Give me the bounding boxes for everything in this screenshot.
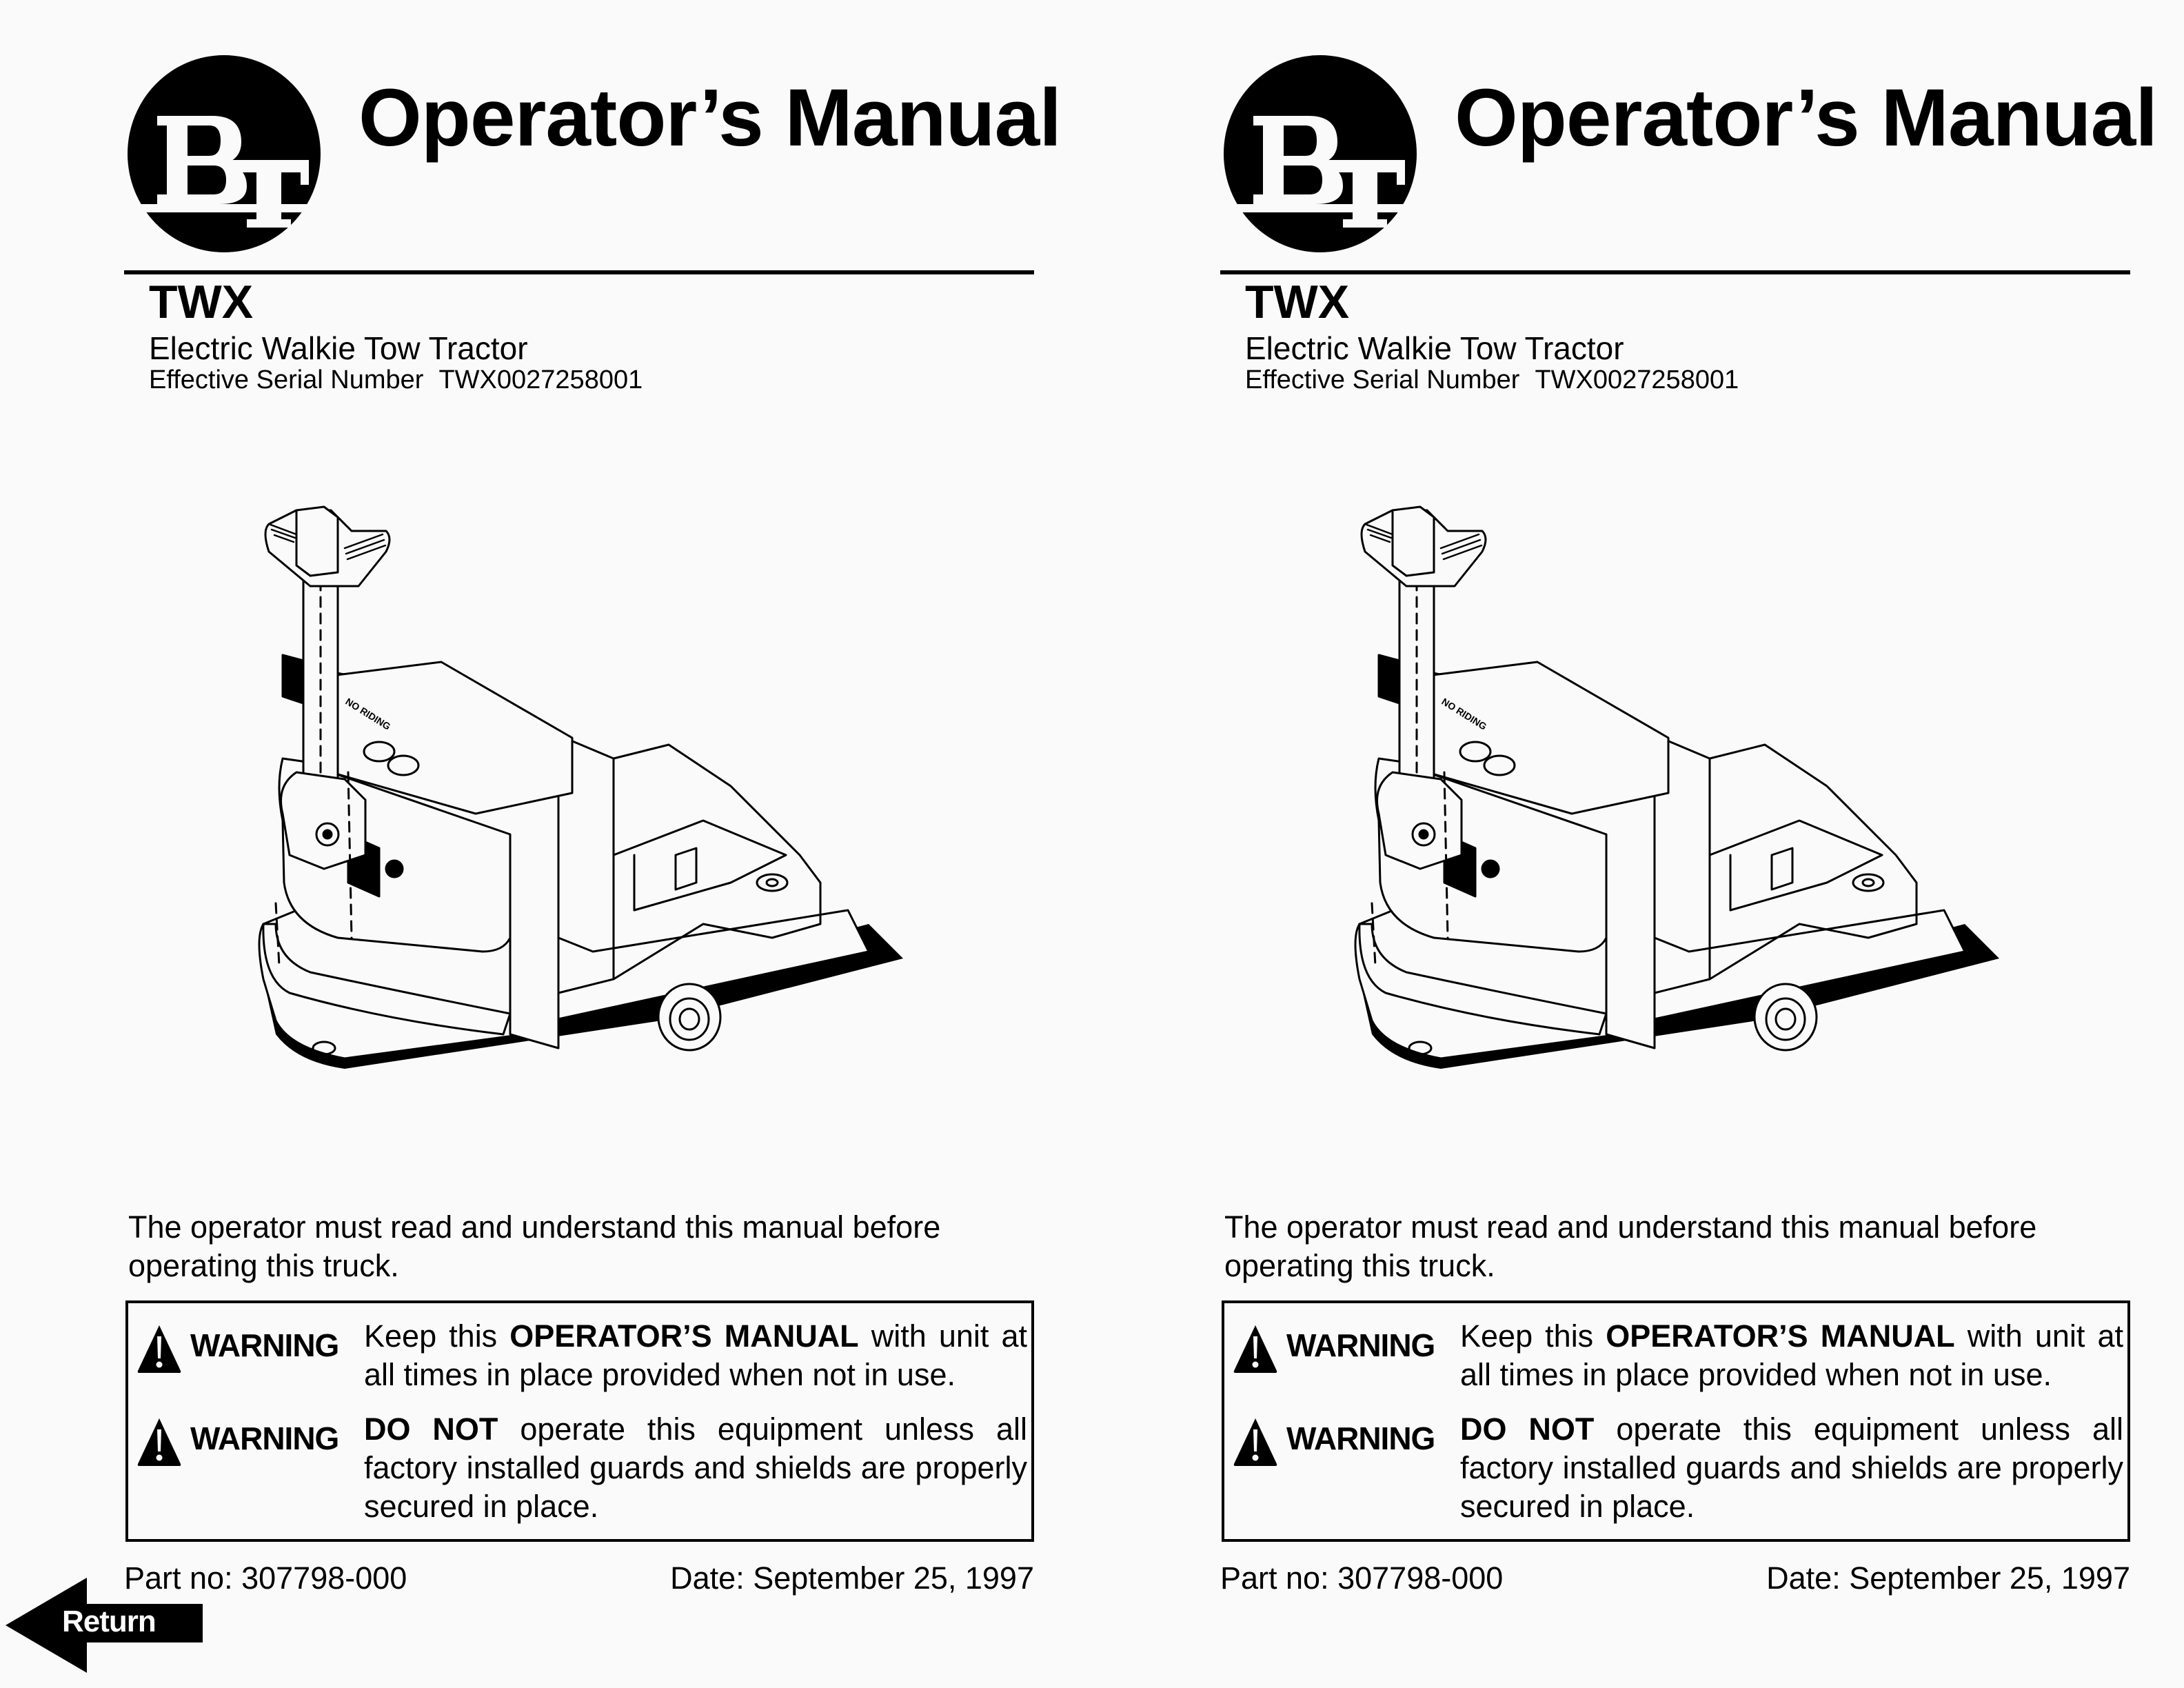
title-divider bbox=[1220, 270, 2130, 274]
publication-date: Date: September 25, 1997 bbox=[670, 1560, 1034, 1596]
bt-logo-icon bbox=[1220, 54, 1420, 254]
warning-text: DO NOT operate this equipment unless all… bbox=[1460, 1411, 2123, 1524]
warning-label: WARNING bbox=[1286, 1420, 1435, 1456]
return-button[interactable]: Return bbox=[4, 1578, 204, 1673]
page-title: Operator’s Manual bbox=[1455, 72, 2158, 163]
serial-number: TWX0027258001 bbox=[1535, 365, 1739, 394]
serial-number: TWX0027258001 bbox=[438, 365, 643, 394]
warning-triangle-icon bbox=[1233, 1417, 1278, 1467]
serial-line: Effective Serial Number TWX0027258001 bbox=[1245, 367, 1739, 393]
warning-text: Keep this OPERATOR’S MANUAL with unit at… bbox=[364, 1318, 1027, 1392]
serial-label: Effective Serial Number bbox=[149, 365, 424, 394]
warning-triangle-icon bbox=[1233, 1324, 1278, 1374]
warning-triangle-icon bbox=[136, 1417, 182, 1467]
serial-label: Effective Serial Number bbox=[1245, 365, 1520, 394]
model-name: TWX bbox=[149, 276, 254, 328]
product-subtitle: Electric Walkie Tow Tractor bbox=[1245, 330, 1624, 366]
title-divider bbox=[124, 270, 1034, 274]
warning-text: DO NOT operate this equipment unless all… bbox=[364, 1411, 1027, 1524]
operator-notice: The operator must read and understand th… bbox=[128, 1209, 941, 1283]
publication-date: Date: September 25, 1997 bbox=[1766, 1560, 2130, 1596]
warning-label: WARNING bbox=[1286, 1327, 1435, 1363]
part-number: Part no: 307798-000 bbox=[1220, 1560, 1504, 1596]
tow-tractor-illustration-icon bbox=[248, 496, 910, 1131]
serial-line: Effective Serial Number TWX0027258001 bbox=[149, 367, 643, 393]
manual-cover-page-right: Operator’s Manual TWX Electric Walkie To… bbox=[1220, 0, 2158, 1688]
model-name: TWX bbox=[1245, 276, 1350, 328]
manual-cover-page-left: Operator’s Manual TWX Electric Walkie To… bbox=[124, 0, 1062, 1688]
warning-box: WARNING Keep this OPERATOR’S MANUAL with… bbox=[125, 1300, 1034, 1542]
warning-text: Keep this OPERATOR’S MANUAL with unit at… bbox=[1460, 1318, 2123, 1392]
return-label: Return bbox=[62, 1605, 156, 1638]
tow-tractor-illustration-icon bbox=[1344, 496, 2006, 1131]
product-subtitle: Electric Walkie Tow Tractor bbox=[149, 330, 528, 366]
bt-logo-icon bbox=[124, 54, 324, 254]
warning-label: WARNING bbox=[190, 1420, 339, 1456]
part-number: Part no: 307798-000 bbox=[124, 1560, 407, 1596]
warning-box: WARNING Keep this OPERATOR’S MANUAL with… bbox=[1222, 1300, 2130, 1542]
warning-triangle-icon bbox=[136, 1324, 182, 1374]
warning-label: WARNING bbox=[190, 1327, 339, 1363]
operator-notice: The operator must read and understand th… bbox=[1224, 1209, 2037, 1283]
page-title: Operator’s Manual bbox=[358, 72, 1062, 163]
